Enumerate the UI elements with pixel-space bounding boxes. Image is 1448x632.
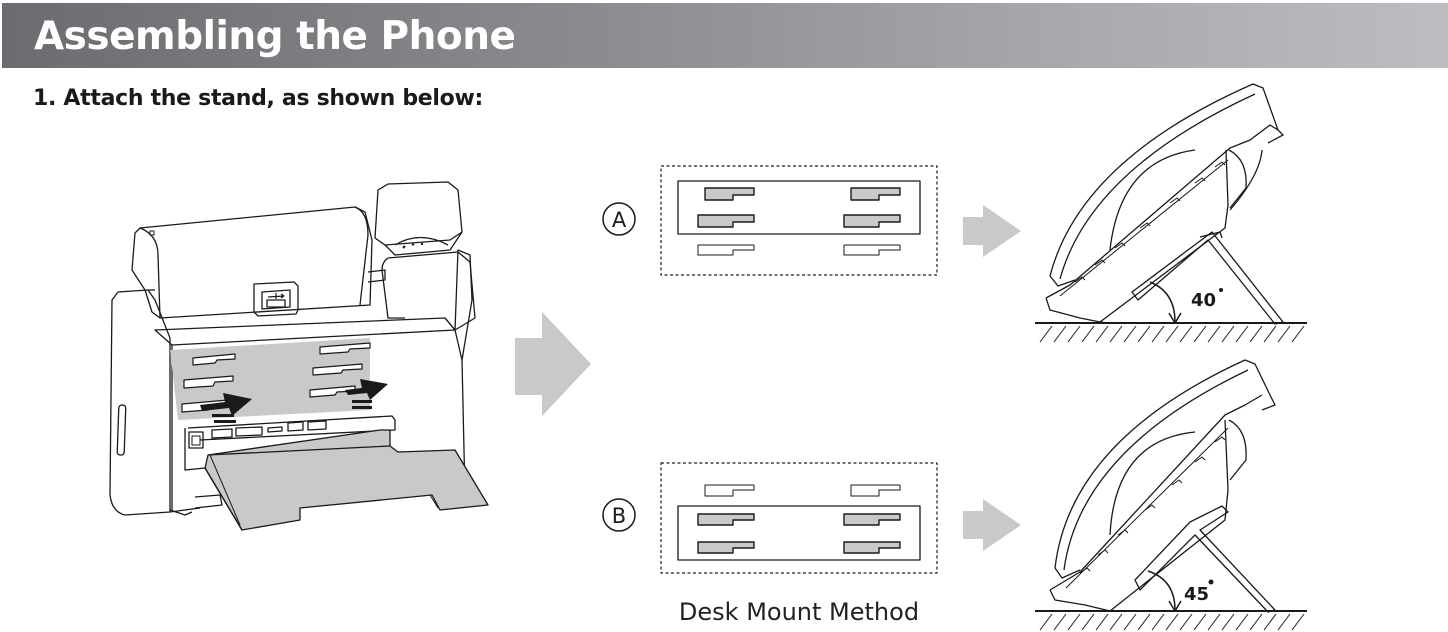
slot-diagram-a xyxy=(602,165,938,276)
section-header-bar: Assembling the Phone xyxy=(2,3,1448,68)
big-arrow-icon xyxy=(515,312,591,416)
ground-hatching xyxy=(1039,325,1305,343)
diagram-caption: Desk Mount Method xyxy=(678,598,920,626)
phone-side-view-40: 40 xyxy=(1035,83,1307,343)
degree-symbol xyxy=(1219,288,1223,292)
slot-diagram-b xyxy=(602,462,938,574)
usb-port-icon xyxy=(253,281,299,317)
degree-symbol xyxy=(1208,579,1214,585)
insertion-arrows xyxy=(200,379,388,423)
arrow-a-icon xyxy=(963,205,1021,257)
phone-rear-view xyxy=(109,181,489,531)
ground-hatching xyxy=(1039,613,1305,631)
method-a-letter: A xyxy=(612,208,627,232)
method-b-badge xyxy=(602,498,636,532)
arrow-b-icon xyxy=(963,499,1021,551)
angle-label-45: 45 xyxy=(1184,584,1209,605)
phone-stand xyxy=(204,429,489,531)
section-title: Assembling the Phone xyxy=(34,14,516,59)
phone-side-view-45: 45 xyxy=(1035,359,1307,631)
angle-label-40: 40 xyxy=(1191,290,1216,311)
method-b-letter: B xyxy=(612,504,626,528)
method-a-badge xyxy=(602,202,636,236)
step-instruction: 1. Attach the stand, as shown below: xyxy=(33,86,483,111)
